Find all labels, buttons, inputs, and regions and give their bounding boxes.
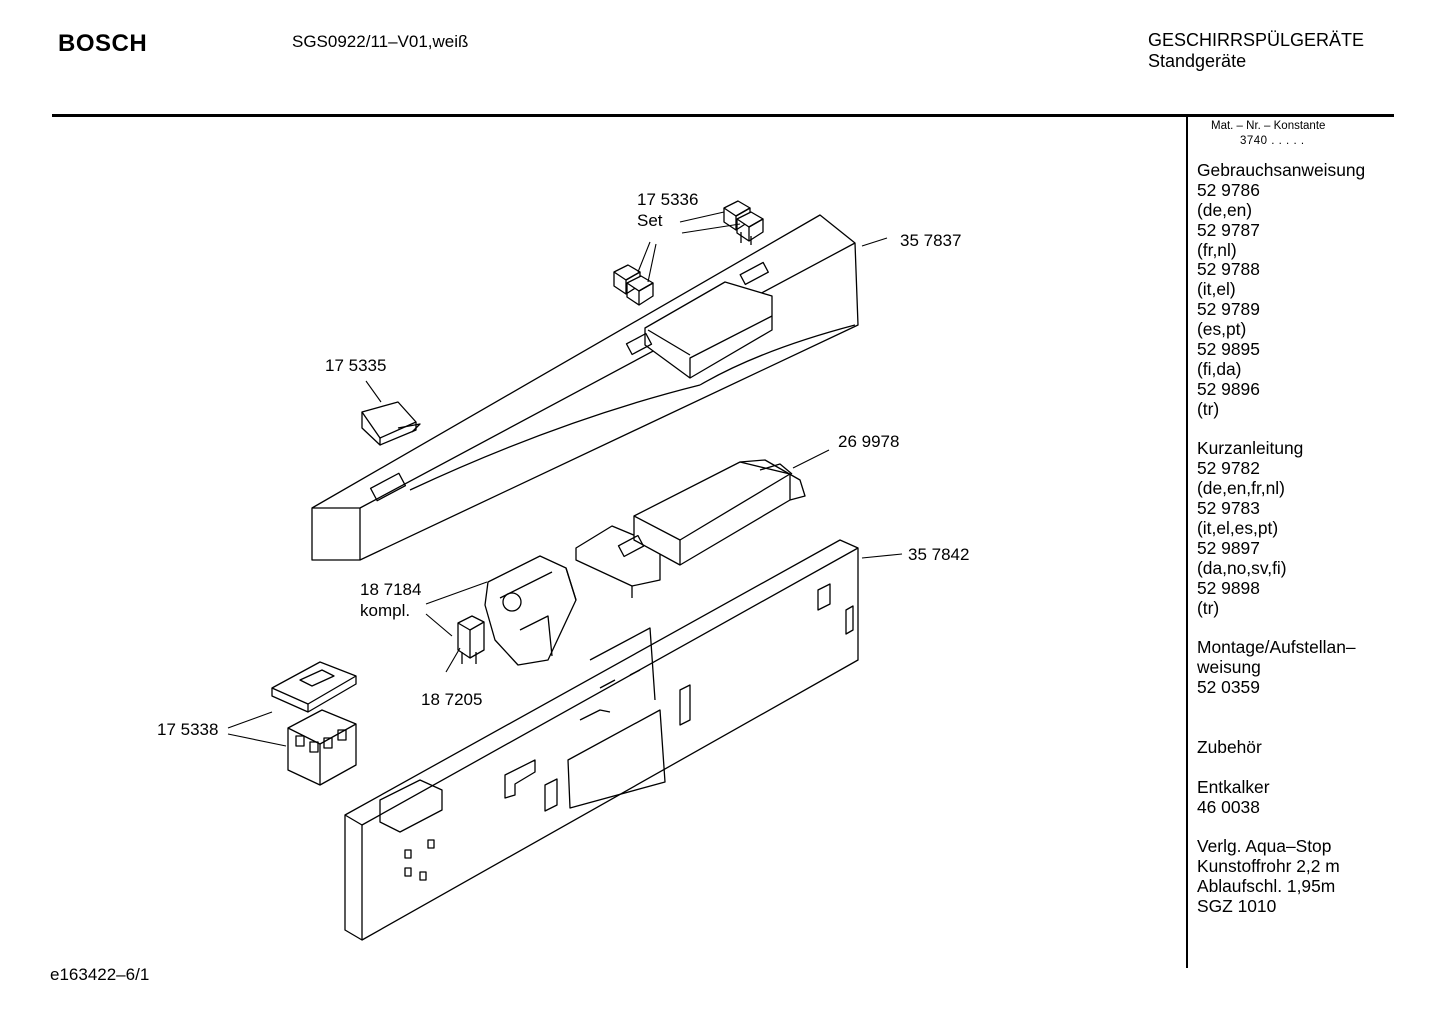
label-175336: 17 5336 [637, 190, 699, 209]
doc-list-line: 52 9786 [1197, 179, 1260, 200]
category-title: GESCHIRRSPÜLGERÄTE [1148, 30, 1365, 50]
label-175335: 17 5335 [325, 356, 387, 375]
microswitch [457, 615, 485, 664]
doc-list-line: Gebrauchsanweisung [1197, 160, 1366, 180]
relay-block [287, 709, 357, 786]
doc-list-line: 52 9788 [1197, 259, 1260, 280]
doc-list-line: Zubehör [1197, 736, 1262, 757]
doc-list-line: (fr,nl) [1197, 239, 1237, 260]
doc-list-line: (tr) [1197, 597, 1220, 618]
doc-list-line: 52 9897 [1197, 537, 1260, 558]
doc-list-line: Verlg. Aqua–Stop [1197, 836, 1332, 857]
header-divider [52, 114, 1394, 117]
doc-list-line: Montage/Aufstellan– [1197, 637, 1356, 658]
doc-list-line: 52 9895 [1197, 339, 1260, 360]
label-187184: 18 7184 [360, 580, 422, 599]
doc-list-line: 52 9789 [1197, 299, 1260, 320]
doc-list-line: 46 0038 [1197, 796, 1260, 817]
doc-list-line: (de,en) [1197, 199, 1253, 220]
mat-number-label: Mat. – Nr. – Konstante [1211, 120, 1326, 132]
doc-list-line: (es,pt) [1197, 319, 1247, 340]
doc-list-line: (da,no,sv,fi) [1197, 557, 1287, 578]
door-switch-assembly [484, 555, 577, 666]
label-357842: 35 7842 [908, 545, 970, 564]
label-269978: 26 9978 [838, 432, 900, 451]
connector-cover [271, 661, 357, 713]
doc-list-line: 52 0359 [1197, 677, 1260, 698]
doc-list-line: Kurzanleitung [1197, 438, 1304, 459]
label-175336-set: Set [637, 211, 663, 230]
label-187184-kompl: kompl. [360, 601, 411, 620]
doc-list-line: 52 9782 [1197, 458, 1260, 479]
doc-list-line: 52 9896 [1197, 378, 1260, 399]
doc-list-line: Ablaufschl. 1,95m [1197, 876, 1336, 897]
model-number: SGS0922/11–V01,weiß [292, 32, 469, 51]
doc-list-line: (tr) [1197, 398, 1220, 419]
control-frame [344, 539, 859, 941]
control-panel-cover [311, 214, 859, 561]
document-code: e163422–6/1 [50, 965, 150, 984]
doc-list-line: SGZ 1010 [1197, 895, 1277, 916]
doc-list-line: Entkalker [1197, 776, 1270, 797]
mat-number-value: 3740 . . . . . [1240, 135, 1305, 147]
doc-list-line: 52 9783 [1197, 498, 1260, 519]
doc-list-line: (it,el,es,pt) [1197, 518, 1279, 539]
label-357837: 35 7837 [900, 231, 962, 250]
doc-list-line: 52 9787 [1197, 219, 1260, 240]
doc-list-line: (de,en,fr,nl) [1197, 478, 1285, 499]
doc-list-line: (it,el) [1197, 279, 1236, 300]
doc-list-line: (fi,da) [1197, 358, 1242, 379]
brand-logo: BOSCH [58, 30, 148, 57]
electronic-module [575, 459, 806, 598]
label-175338: 17 5338 [157, 720, 219, 739]
sidebar-divider [1186, 116, 1188, 968]
category-subtitle: Standgeräte [1148, 51, 1247, 71]
doc-list-line: 52 9898 [1197, 577, 1260, 598]
label-187205: 18 7205 [421, 690, 483, 709]
doc-list-line: weisung [1197, 657, 1261, 678]
doc-list-line: Kunstoffrohr 2,2 m [1197, 856, 1340, 877]
button-set [613, 200, 764, 306]
leader-lines [227, 211, 903, 747]
small-switch-part [361, 401, 421, 446]
